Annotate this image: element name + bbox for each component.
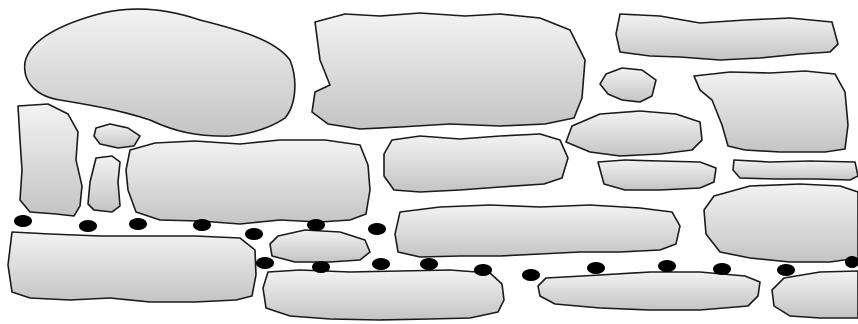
stone — [694, 71, 848, 152]
stone — [270, 230, 370, 262]
stone — [395, 205, 680, 257]
mortar-dot — [713, 263, 731, 275]
stone — [566, 111, 702, 156]
mortar-dot — [14, 215, 32, 227]
mortar-dot — [129, 218, 147, 230]
stone — [772, 271, 858, 318]
stone — [733, 160, 858, 180]
stone — [384, 134, 568, 192]
mortar-dot — [368, 223, 386, 235]
stone — [704, 184, 858, 262]
stone — [18, 104, 82, 216]
mortar-dot — [256, 257, 274, 269]
mortar-dot — [312, 261, 330, 273]
mortar-dot — [420, 258, 438, 270]
stone — [8, 232, 256, 302]
stone — [88, 156, 120, 212]
mortar-dot — [193, 219, 211, 231]
stone — [616, 14, 838, 60]
mortar-dot — [245, 228, 263, 240]
stone — [538, 272, 760, 310]
mortar-dot — [307, 219, 325, 231]
stone — [600, 68, 656, 102]
mortar-dot — [777, 264, 795, 276]
stone — [263, 270, 504, 320]
mortar-dot — [372, 258, 390, 270]
stone — [312, 13, 585, 129]
mortar-dot — [79, 220, 97, 232]
stone — [94, 124, 140, 148]
mortar-dot — [522, 269, 540, 281]
stone — [126, 140, 370, 224]
mortar-dot — [474, 264, 492, 276]
mortar-dot — [658, 260, 676, 272]
mortar-dot — [587, 262, 605, 274]
stone — [598, 160, 716, 190]
